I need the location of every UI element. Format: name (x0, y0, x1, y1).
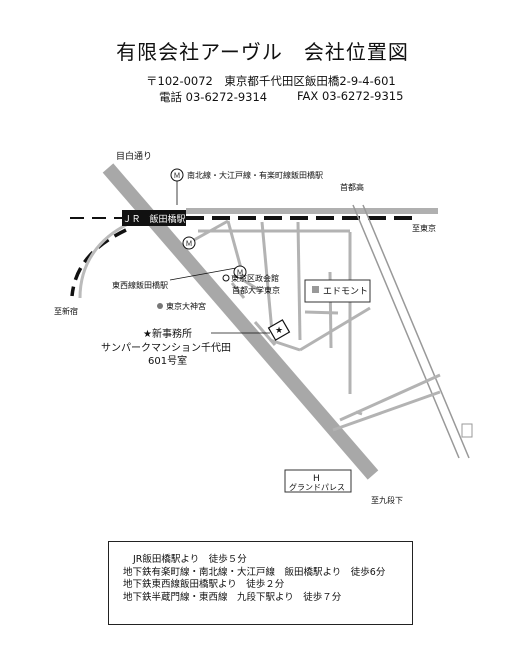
page-title: 有限会社アーヴル 会社位置図 (116, 40, 409, 64)
daijingu-label: 東京大神宮 (166, 301, 206, 311)
seikei-kaikan-label: 東京区政会館 (231, 273, 279, 283)
shutoko-label: 首都高 (340, 182, 364, 192)
access-line-yurakucho: 地下鉄有楽町線・南北線・大江戸線 飯田橋駅より 徒歩6分 (123, 566, 386, 578)
to-tokyo-label: 至東京 (412, 223, 436, 233)
expressway-line-a (352, 204, 460, 459)
mansion-label: サンパークマンション千代田 (101, 342, 231, 354)
access-line-hanzomon: 地下鉄半蔵門線・東西線 九段下駅より 徒歩７分 (123, 591, 342, 603)
access-line-jr: JR飯田橋駅より 徒歩５分 (133, 554, 247, 565)
jr-station-label: ＪＲ 飯田橋駅 (122, 213, 185, 225)
grand-palace-label: グランドパレス (289, 482, 345, 492)
jr-line-curve (70, 228, 127, 297)
svg-text:Ｍ: Ｍ (237, 269, 244, 277)
office-star-icon: ★ (275, 326, 283, 336)
metro-icon-iidabashi: Ｍ (182, 236, 196, 250)
building-square-icon (312, 286, 319, 293)
edmont-building (304, 279, 371, 303)
jr-station-box (122, 210, 186, 226)
metro-lines-label: 南北線・大江戸線・有楽町線飯田橋駅 (187, 170, 323, 180)
seikei-kaikan-marker (222, 274, 230, 282)
tozai-leader-line (169, 267, 237, 281)
edmont-label: エドモント (323, 287, 368, 297)
mejiro-dori-label: 目白通り (116, 150, 152, 162)
access-line-tozai: 地下鉄東西線飯田橋駅より 徒歩２分 (123, 579, 285, 590)
new-office-label: ★新事務所 (143, 327, 192, 340)
road-curve-west (78, 222, 129, 299)
metro-icon-north: Ｍ (170, 168, 184, 182)
fax-number: FAX 03-6272-9315 (297, 89, 404, 103)
expressway-marker (461, 423, 473, 438)
phone-number: 電話 03-6272-9314 (159, 90, 268, 104)
shuto-univ-label: 首都大学東京 (232, 285, 280, 295)
office-building (267, 319, 291, 341)
svg-text:Ｍ: Ｍ (174, 172, 181, 180)
daijingu-marker (157, 303, 163, 309)
room-label: 601号室 (148, 354, 187, 367)
expressway-line-b (362, 204, 470, 459)
metro-icon-tozai: Ｍ (233, 265, 247, 279)
postal-address: 〒102-0072 東京都千代田区飯田橋2-9-4-601 (146, 74, 396, 88)
local-streets (184, 219, 441, 432)
svg-text:Ｍ: Ｍ (186, 240, 193, 248)
access-info-box: JR飯田橋駅より 徒歩５分 地下鉄有楽町線・南北線・大江戸線 飯田橋駅より 徒歩… (108, 541, 413, 625)
to-kudanshita-label: 至九段下 (371, 495, 403, 505)
to-shinjuku-label: 至新宿 (54, 306, 78, 316)
grand-palace-building (284, 469, 352, 493)
hotel-icon: H (313, 474, 320, 484)
tozai-station-label: 東西線飯田橋駅 (112, 280, 168, 290)
